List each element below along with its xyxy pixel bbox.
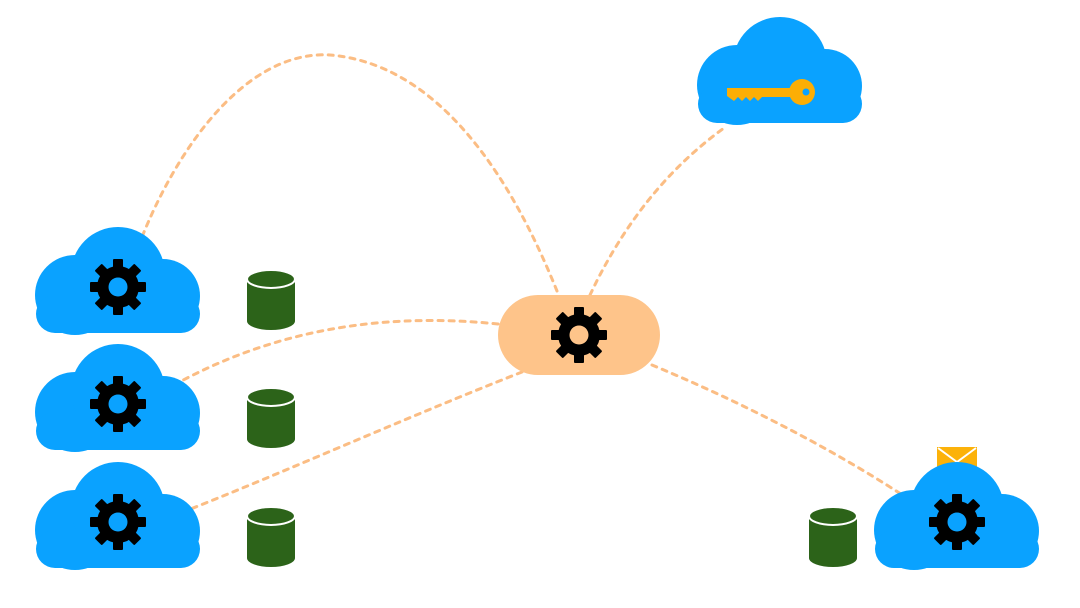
connector-hub-mail-cloud	[650, 363, 912, 502]
mail-cloud	[874, 462, 1039, 570]
database-icon	[246, 387, 296, 448]
connector-hub-service-cloud-2	[163, 319, 500, 392]
gear-icon	[90, 259, 146, 315]
connector-hub-key-cloud	[588, 126, 726, 297]
key-icon	[727, 79, 815, 105]
connector-hub-service-cloud-3	[176, 370, 524, 516]
database-icon	[246, 506, 296, 567]
database-icon	[246, 269, 296, 330]
gear-icon	[90, 376, 146, 432]
connector-hub-service-cloud-1	[138, 53, 559, 293]
service-cloud-1	[35, 227, 200, 335]
gear-icon	[929, 494, 985, 550]
hub-node	[498, 295, 660, 375]
key-cloud	[697, 17, 862, 125]
database-icon	[808, 506, 858, 567]
gear-icon	[551, 307, 607, 363]
gear-icon	[90, 494, 146, 550]
service-cloud-2	[35, 344, 200, 452]
connectors	[138, 53, 912, 516]
service-cloud-3	[35, 462, 200, 570]
